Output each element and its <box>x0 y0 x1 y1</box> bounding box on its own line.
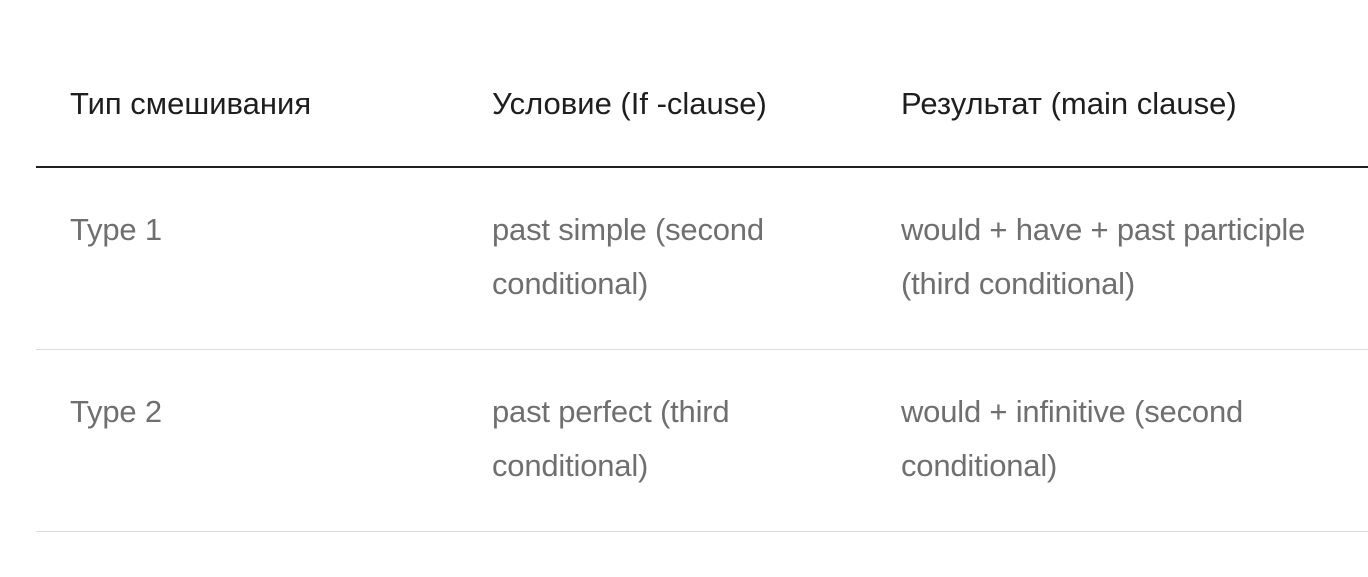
cell-type: Type 1 <box>36 167 458 350</box>
header-mix-type: Тип смешивания <box>36 52 458 168</box>
header-result: Результат (main clause) <box>867 52 1368 168</box>
mixed-conditionals-table-container: Тип смешивания Условие (If -clause) Резу… <box>36 52 1368 532</box>
header-row: Тип смешивания Условие (If -clause) Резу… <box>36 52 1368 168</box>
mixed-conditionals-table: Тип смешивания Условие (If -clause) Резу… <box>36 52 1368 532</box>
cell-result: would + infinitive (second conditional) <box>867 349 1368 532</box>
cell-type: Type 2 <box>36 349 458 532</box>
cell-condition: past perfect (third conditional) <box>458 349 867 532</box>
table-header: Тип смешивания Условие (If -clause) Резу… <box>36 52 1368 168</box>
table-body: Type 1 past simple (second conditional) … <box>36 167 1368 532</box>
table-row: Type 1 past simple (second conditional) … <box>36 167 1368 350</box>
table-row: Type 2 past perfect (third conditional) … <box>36 349 1368 532</box>
cell-result: would + have + past participle (third co… <box>867 167 1368 350</box>
header-condition: Условие (If -clause) <box>458 52 867 168</box>
cell-condition: past simple (second conditional) <box>458 167 867 350</box>
